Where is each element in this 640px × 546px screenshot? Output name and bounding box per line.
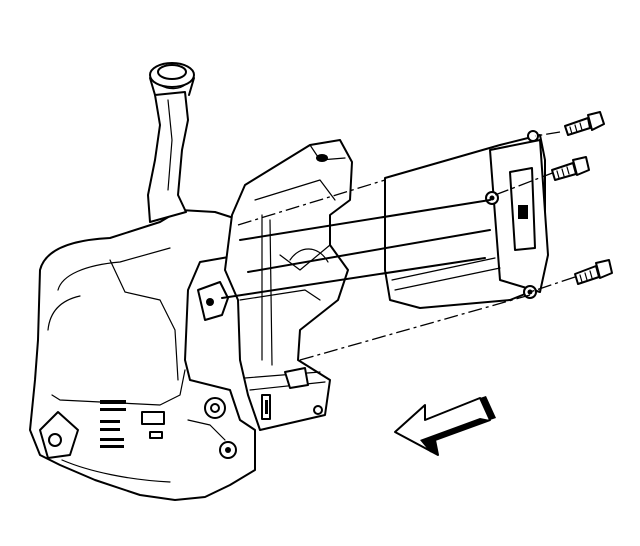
filler-neck — [147, 91, 189, 223]
mounting-bracket — [197, 139, 353, 431]
bolt-1 — [564, 111, 605, 136]
washer-fluid-reservoir — [29, 209, 256, 501]
bracket-cover — [384, 130, 549, 309]
bolt-3 — [574, 259, 613, 285]
assembly-lines — [221, 131, 576, 361]
bolt-2 — [551, 156, 590, 181]
reservoir-cap — [149, 62, 195, 96]
molded-label-marks — [100, 400, 165, 448]
direction-arrow — [394, 396, 496, 456]
